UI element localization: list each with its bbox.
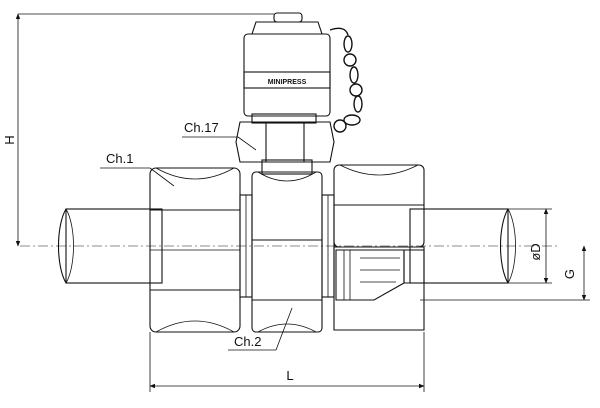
pipe-right bbox=[409, 208, 516, 284]
dim-l-label: L bbox=[286, 368, 293, 383]
label-ch1: Ch.1 bbox=[106, 151, 133, 166]
pipe-left bbox=[58, 208, 163, 284]
leader-ch17 bbox=[182, 136, 257, 151]
leader-ch1 bbox=[100, 167, 175, 187]
right-ring bbox=[321, 194, 335, 298]
label-ch2: Ch.2 bbox=[234, 334, 261, 349]
dim-g bbox=[420, 245, 590, 301]
dim-h-label: H bbox=[2, 135, 17, 144]
brand-text: MINIPRESS bbox=[268, 79, 307, 86]
center-body bbox=[251, 171, 323, 333]
minipress-cap bbox=[243, 12, 331, 117]
dim-g-label: G bbox=[562, 269, 577, 279]
dim-d bbox=[508, 208, 552, 284]
cap-chain bbox=[329, 27, 363, 133]
leader-ch2 bbox=[228, 307, 293, 351]
dim-l bbox=[149, 332, 425, 392]
label-ch17: Ch.17 bbox=[184, 120, 219, 135]
test-port bbox=[235, 113, 335, 175]
right-section bbox=[333, 246, 425, 331]
dim-d-label: øD bbox=[528, 243, 543, 260]
dim-h bbox=[15, 13, 274, 247]
left-nut bbox=[149, 167, 241, 333]
